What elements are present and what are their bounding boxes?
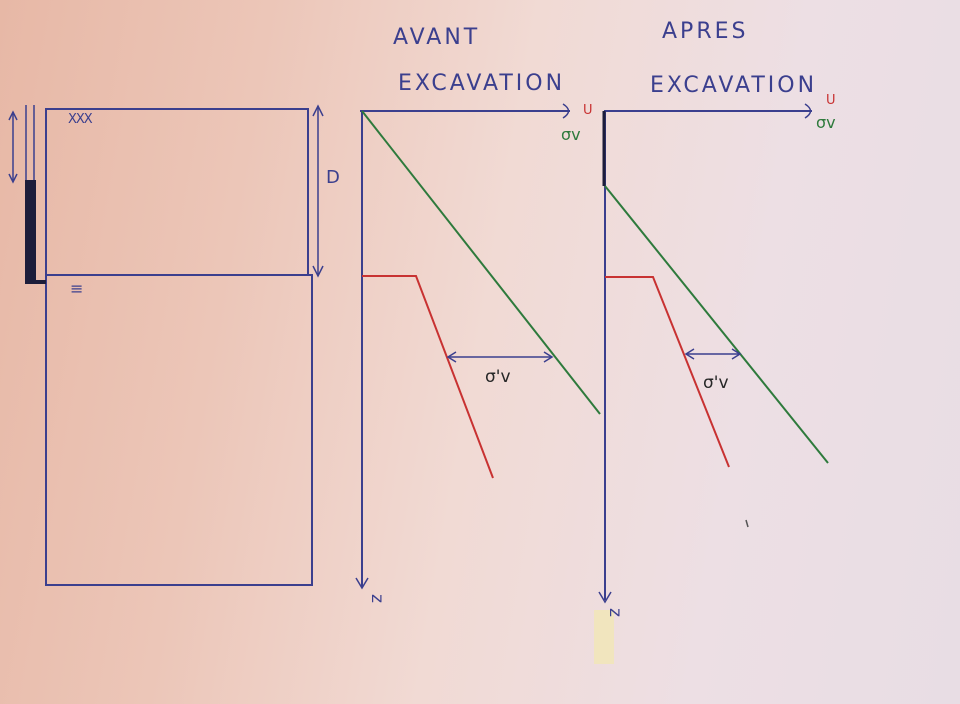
soil-below	[45, 274, 313, 586]
water-table-symbol: ≡	[70, 279, 83, 298]
before-effective-stress-label: σ'v	[485, 367, 511, 387]
retaining-wall	[25, 180, 36, 283]
after-horizontal-arrowhead	[804, 103, 812, 119]
before-excavation-diagram: AVANT EXCAVATION U σv z σ'v	[355, 25, 601, 603]
left-dimension-arrowhead-bottom	[8, 173, 18, 184]
surface-hatch-symbol: XXX	[68, 112, 93, 127]
tape-strip	[594, 610, 614, 664]
after-total-stress-line	[604, 185, 829, 464]
after-title-line2: EXCAVATION	[650, 73, 817, 98]
before-sigma-label: σv	[561, 125, 581, 144]
before-horizontal-arrowhead	[562, 103, 570, 119]
before-pore-pressure-line	[362, 275, 494, 479]
depth-arrowhead-bottom	[312, 265, 324, 278]
before-effective-arrowhead-left	[446, 351, 457, 363]
depth-label: D	[326, 167, 340, 188]
before-u-label: U	[583, 103, 593, 118]
left-dimension-arrowhead-top	[8, 110, 18, 121]
before-vertical-arrowhead	[355, 577, 369, 590]
after-sigma-label: σv	[816, 113, 836, 132]
after-effective-arrowhead-left	[684, 348, 695, 360]
after-u-label: U	[826, 93, 836, 108]
after-effective-arrowhead-right	[731, 348, 742, 360]
before-title-line1: AVANT	[393, 25, 480, 50]
before-z-label: z	[367, 594, 387, 603]
after-title-line1: APRES	[662, 19, 748, 44]
soil-section: D XXX ≡	[8, 104, 340, 586]
excavation-zone	[45, 108, 309, 276]
before-total-stress-line	[361, 110, 601, 415]
before-effective-arrowhead-right	[543, 351, 554, 363]
after-z-label: z	[605, 608, 625, 617]
after-vertical-arrowhead	[598, 591, 612, 604]
after-excavation-diagram: APRES EXCAVATION U σv z σ'v	[594, 19, 836, 664]
before-title-line2: EXCAVATION	[398, 71, 565, 96]
after-pore-pressure-line	[605, 276, 730, 468]
stray-mark	[745, 519, 749, 528]
after-effective-stress-label: σ'v	[703, 373, 729, 393]
depth-arrowhead-top	[312, 104, 324, 117]
